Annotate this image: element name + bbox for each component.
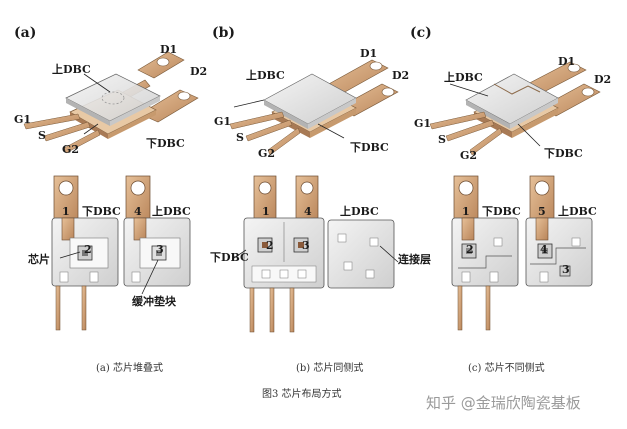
b-g1-label: G1 (214, 115, 232, 128)
watermark: 知乎 @金瑞欣陶瓷基板 (426, 394, 581, 412)
c-bottom-lower-dbc: 下DBC (482, 205, 521, 218)
gate-pins-b (229, 111, 301, 156)
a-g1-label: G1 (14, 113, 32, 126)
a-s-label: S (38, 129, 46, 142)
b-num-3: 3 (302, 239, 310, 252)
upper-dbc-b (263, 73, 357, 129)
c-num-3: 3 (562, 263, 570, 276)
c-d2-label: D2 (594, 73, 612, 86)
c-num-5: 5 (538, 205, 546, 218)
c-num-1: 1 (462, 205, 470, 218)
c-num-2: 2 (466, 243, 474, 256)
a-d2-label: D2 (190, 65, 208, 78)
b-d2-label: D2 (392, 69, 410, 82)
b-lower-dbc-label: 下DBC (350, 141, 389, 154)
b-num-1: 1 (262, 205, 270, 218)
subcaption-c: (c) 芯片不同侧式 (468, 363, 545, 374)
a-num-4: 4 (134, 205, 142, 218)
bottom-pointer-lines (59, 245, 399, 295)
gate-pins-c (429, 111, 503, 156)
module-c-3d (429, 61, 601, 156)
b-upper-dbc-label: 上DBC (246, 69, 285, 82)
c-upper-dbc-label: 上DBC (444, 71, 483, 84)
layout-b-upper (327, 219, 395, 289)
c-lower-dbc-label: 下DBC (544, 147, 583, 160)
a-num-3: 3 (156, 243, 164, 256)
a-chip-label: 芯片 (28, 253, 50, 266)
b-bottom-lower-dbc: 下DBC (210, 251, 249, 264)
c-s-label: S (438, 133, 446, 146)
a-lower-dbc-label: 下DBC (146, 137, 185, 150)
upper-dbc-c (465, 73, 559, 129)
a-num-2: 2 (84, 243, 92, 256)
a-upper-dbc-label: 上DBC (52, 63, 91, 76)
c-num-4: 4 (540, 243, 548, 256)
figure-caption: 图3 芯片布局方式 (262, 389, 342, 400)
panel-a-tag: (a) (14, 25, 37, 41)
c-g2-label: G2 (460, 149, 478, 162)
b-g2-label: G2 (258, 147, 276, 160)
a-num-1: 1 (62, 205, 70, 218)
layout-c-lower (451, 175, 519, 331)
b-bottom-upper-dbc: 上DBC (340, 205, 379, 218)
b-s-label: S (236, 131, 244, 144)
layout-c-upper (525, 175, 593, 287)
a-bottom-upper-dbc: 上DBC (152, 205, 191, 218)
gate-pins-a (23, 113, 101, 154)
layout-b-lower (243, 175, 325, 333)
a-d1-label: D1 (160, 43, 178, 56)
b-num-2: 2 (266, 239, 274, 252)
b-d1-label: D1 (360, 47, 378, 60)
subcaption-a: (a) 芯片堆叠式 (96, 363, 163, 374)
module-a-3d (23, 51, 199, 154)
c-g1-label: G1 (414, 117, 432, 130)
c-bottom-upper-dbc: 上DBC (558, 205, 597, 218)
c-d1-label: D1 (558, 55, 576, 68)
upper-dbc-a (65, 73, 161, 126)
b-num-4: 4 (304, 205, 312, 218)
panel-c-tag: (c) (410, 25, 432, 41)
b-connect-label: 连接层 (398, 253, 431, 266)
a-buffer-label: 缓冲垫块 (132, 295, 176, 308)
top-pointer-lines (83, 73, 541, 147)
module-b-3d (229, 59, 399, 156)
a-bottom-lower-dbc: 下DBC (82, 205, 121, 218)
layout-a-upper (123, 175, 191, 287)
subcaption-b: (b) 芯片同侧式 (296, 363, 364, 374)
layout-a-lower (51, 175, 119, 331)
panel-b-tag: (b) (212, 25, 236, 41)
a-g2-label: G2 (62, 143, 80, 156)
